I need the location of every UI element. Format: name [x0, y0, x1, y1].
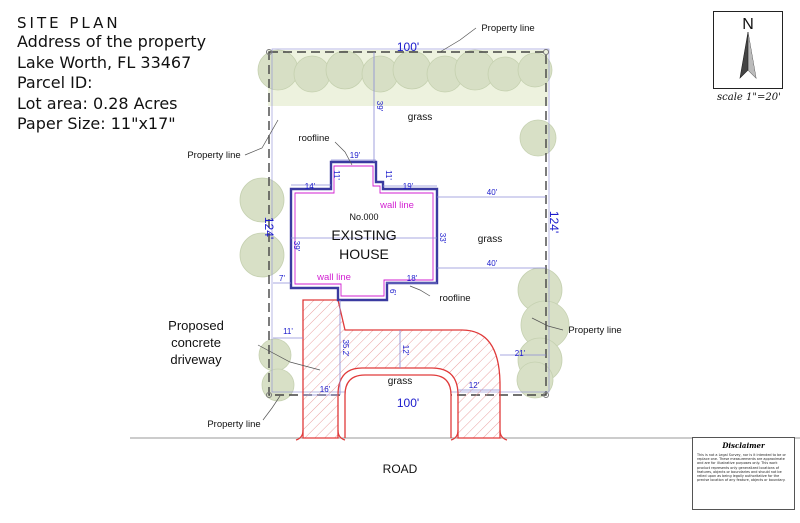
dim-right-setback-upper: 40'	[487, 188, 498, 197]
grass-label-drive: grass	[388, 376, 412, 387]
lot-area-line: Lot area: 0.28 Acres	[17, 93, 178, 113]
dimension-lines	[273, 52, 546, 396]
north-arrow-box	[713, 11, 783, 89]
property-line-label-left: Property line	[187, 150, 240, 161]
leader-lines	[244, 27, 564, 421]
grass-label-right: grass	[478, 234, 502, 245]
disclaimer-box: Disclaimer This is not a Legal Survey, n…	[692, 437, 795, 510]
dim-drive-right-lane: 12'	[469, 381, 480, 390]
paper-size-line: Paper Size: 11"x17"	[17, 114, 176, 133]
address-label: Address of the property	[17, 32, 207, 51]
dim-right-setback-lower: 40'	[487, 259, 498, 268]
property-line-label-top: Property line	[481, 23, 534, 34]
dim-left-setback-drive: 11'	[283, 327, 293, 336]
dim-top-width: 100'	[397, 40, 419, 54]
dim-drive-right-setback: 21'	[515, 349, 526, 358]
driveway-label-line1: Proposed	[168, 318, 224, 333]
dim-bottom-right-notch: 6'	[388, 289, 397, 295]
property-line-label-bottom: Property line	[207, 419, 260, 430]
dim-bottom-left-step: 7'	[279, 274, 285, 283]
dim-driveway-length: 35.2'	[341, 339, 350, 357]
roofline-label-lower: roofline	[439, 293, 470, 304]
wall-line-label-lower: wall line	[316, 272, 351, 283]
north-letter: N	[742, 16, 754, 33]
road-label: ROAD	[383, 462, 418, 476]
house-number: No.000	[349, 212, 378, 222]
property-line-label-right: Property line	[568, 325, 621, 336]
dim-drive-lane: 12'	[401, 345, 410, 356]
grass-label-top: grass	[408, 112, 432, 123]
wall-line-label-upper: wall line	[379, 200, 414, 211]
dim-drive-width: 16'	[320, 385, 331, 394]
dim-notch-right: 11'	[384, 170, 393, 180]
page-title: SITE PLAN	[17, 14, 121, 32]
disclaimer-title: Disclaimer	[722, 441, 765, 450]
dim-notch-left: 11'	[332, 170, 341, 180]
disclaimer-text: This is not a Legal Survey, nor is it in…	[697, 453, 786, 483]
driveway-label-line3: driveway	[170, 352, 222, 367]
dim-roof-top: 19'	[350, 151, 361, 160]
scale-note: scale 1"=20'	[717, 92, 781, 103]
roofline-label-upper: roofline	[298, 133, 329, 144]
dim-house-depth-left: 39'	[292, 241, 301, 252]
dim-bottom-right-step: 18'	[407, 274, 418, 283]
title-block: SITE PLAN Address of the property Lake W…	[17, 14, 257, 135]
dim-right-step: 19'	[403, 182, 414, 191]
dim-bottom-width: 100'	[397, 396, 419, 410]
dim-house-depth-right: 33'	[438, 233, 447, 244]
dim-right-depth: 124'	[547, 211, 561, 233]
house-label-line2: HOUSE	[339, 246, 389, 262]
driveway	[295, 299, 508, 441]
house-label-line1: EXISTING	[331, 227, 396, 243]
tree-canopy-icon	[239, 49, 570, 402]
driveway-label-line2: concrete	[171, 335, 221, 350]
parcel-line: Parcel ID:	[17, 73, 93, 92]
dim-left-depth: 124'	[262, 217, 276, 239]
house-outline	[289, 160, 439, 302]
dim-front-setback: 39'	[375, 101, 384, 112]
city-line: Lake Worth, FL 33467	[17, 52, 192, 72]
compass-north-arrow-icon	[739, 31, 757, 79]
dim-left-step: 14'	[305, 182, 316, 191]
